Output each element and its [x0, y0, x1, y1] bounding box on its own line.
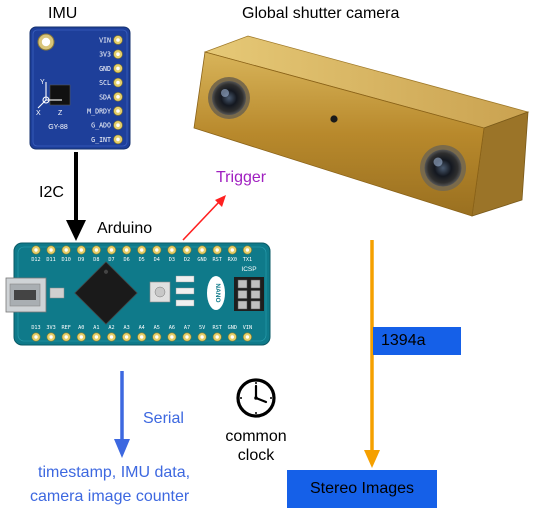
icsp-pin [251, 291, 260, 299]
arduino-top-pin-label: D9 [78, 257, 84, 263]
arduino-top-pin-label: D7 [108, 257, 114, 263]
arduino-top-pin-label: GND [197, 257, 206, 263]
usb-connector [6, 278, 46, 312]
svg-text:Y: Y [40, 79, 45, 86]
status-leds [176, 276, 194, 306]
arduino-top-pin-label: D5 [139, 257, 145, 263]
imu-pin-label: 3V3 [99, 51, 111, 59]
trigger-label: Trigger [216, 170, 266, 186]
icsp-pin [238, 280, 247, 288]
imu-pin-label: GND [99, 65, 111, 73]
imu-pin-label: G_ADO [91, 122, 111, 130]
stereo-camera [194, 36, 528, 216]
icsp-pin [238, 291, 247, 299]
imu-title: IMU [48, 6, 77, 22]
arduino-bottom-pin-row: D13 3V3 REF A0 A1 A2 A3 A4 A5 A6 A7 5V RST GND VIN [31, 325, 252, 341]
svg-text:Z: Z [58, 110, 63, 117]
interface-1394-label: 1394a [381, 333, 426, 349]
arduino-label: Arduino [97, 221, 152, 237]
svg-text:X: X [36, 110, 41, 117]
serial-output-line2: camera image counter [30, 489, 189, 505]
arduino-top-pin-label: D3 [169, 257, 175, 263]
stereo-images-label: Stereo Images [287, 481, 437, 497]
nano-badge: NANO [207, 276, 225, 310]
arduino-top-pin-label: D4 [154, 257, 160, 263]
right-lens-icon [420, 145, 466, 191]
serial-arrow [114, 371, 130, 458]
camera-center-hole [330, 115, 337, 122]
arduino-bottom-pin-label: D13 [31, 325, 40, 331]
camera-title: Global shutter camera [242, 6, 399, 22]
trigger-arrow [183, 195, 226, 240]
serial-output-line1: timestamp, IMU data, [38, 465, 190, 481]
arduino-bottom-pin-label: A7 [184, 325, 190, 331]
arduino-bottom-pin-label: A3 [123, 325, 129, 331]
icsp-pin [251, 301, 260, 309]
clock-label-line1: common [216, 429, 296, 445]
reset-button-icon [150, 282, 170, 302]
arduino-bottom-pin-label: VIN [243, 325, 252, 331]
arduino-bottom-pin-label: 5V [199, 325, 205, 331]
imu-pin-label: G_INT [91, 136, 111, 144]
arduino-top-pin-label: RST [213, 257, 222, 263]
arduino-bottom-pin-label: A1 [93, 325, 99, 331]
arduino-top-pin-label: D2 [184, 257, 190, 263]
serial-label: Serial [143, 411, 184, 427]
arduino-bottom-pin-label: REF [62, 325, 71, 331]
arduino-top-pin-label: RX0 [228, 257, 237, 263]
arduino-bottom-pin-label: RST [213, 325, 222, 331]
arduino-top-pin-label: D10 [62, 257, 71, 263]
arduino-bottom-pin-label: GND [228, 325, 237, 331]
svg-text:NANO: NANO [214, 283, 221, 302]
arduino-nano-board: NANO ICSP D12D11D10D9D8D7D6D5D4D3D2GNDRS… [6, 243, 270, 345]
imu-chip [50, 85, 70, 105]
arduino-top-pin-label: D12 [31, 257, 40, 263]
arduino-top-pin-label: D11 [46, 257, 55, 263]
i2c-label: I2C [39, 185, 64, 201]
imu-board: Y X Z GY-88 VIN 3V3GND SCL SDA M_DRDY G_ADO G_… [30, 27, 130, 149]
left-lens-icon [208, 77, 250, 119]
imu-pin-label: VIN [99, 37, 111, 45]
imu-pin-label: SDA [99, 93, 111, 101]
arduino-bottom-pin-label: A4 [139, 325, 145, 331]
svg-text:ICSP: ICSP [241, 266, 256, 273]
arduino-bottom-pin-label: A6 [169, 325, 175, 331]
arduino-bottom-pin-label: A0 [78, 325, 84, 331]
arduino-top-pin-label: TX1 [243, 257, 252, 263]
imu-model-text: GY-88 [48, 124, 68, 131]
icsp-pin [238, 301, 247, 309]
clock-label-line2: clock [216, 448, 296, 464]
icsp-pin [251, 280, 260, 288]
i2c-arrow [66, 152, 86, 241]
arduino-bottom-pin-label: A2 [108, 325, 114, 331]
arduino-bottom-pin-label: 3V3 [46, 325, 55, 331]
clock-icon [238, 380, 274, 416]
arduino-bottom-pin-label: A5 [154, 325, 160, 331]
imu-model-label: GY-88 [48, 124, 68, 131]
arduino-top-pin-label: D6 [123, 257, 129, 263]
imu-pin-label: SCL [99, 79, 111, 87]
imu-pin-label: M_DRDY [87, 108, 111, 116]
arduino-top-pin-label: D8 [93, 257, 99, 263]
